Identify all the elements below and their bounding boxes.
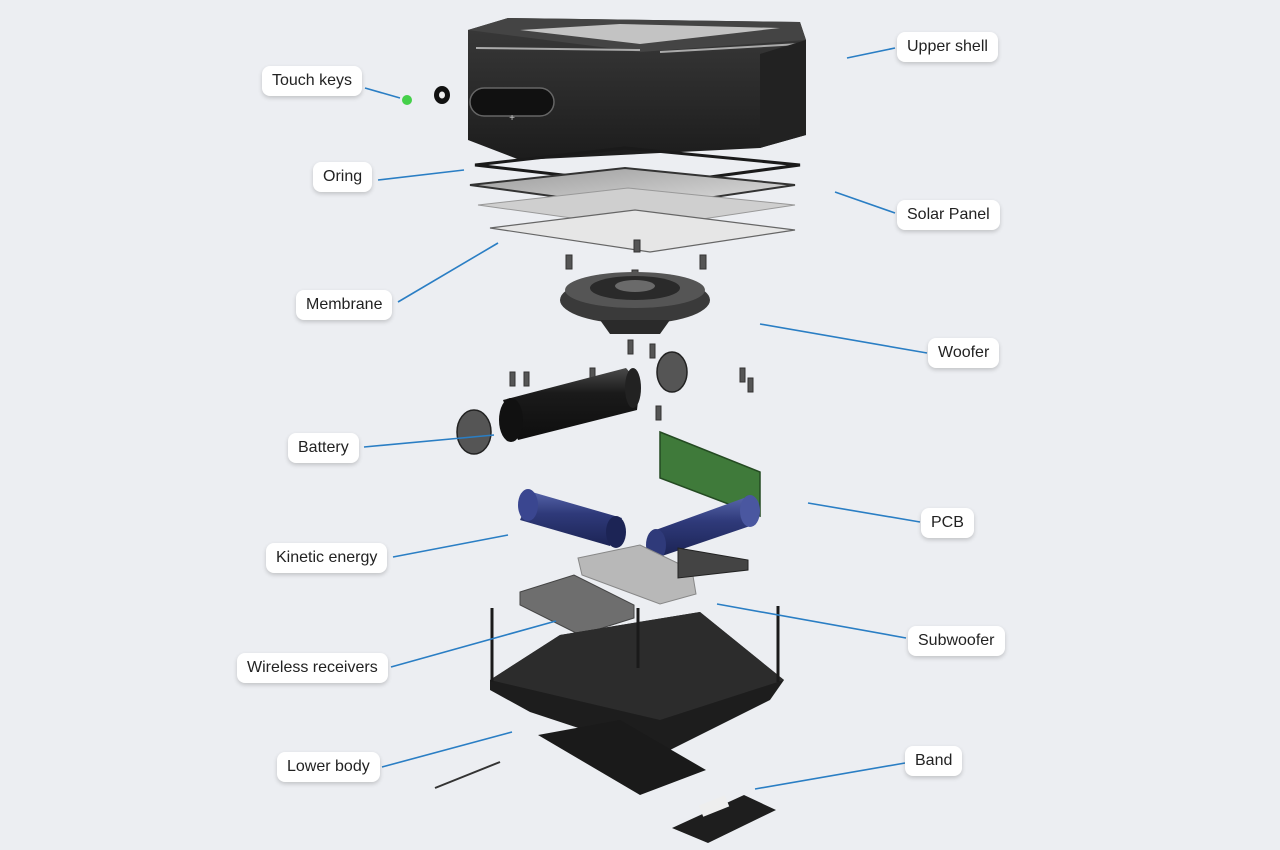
woofer	[560, 272, 710, 334]
label-subwoofer: Subwoofer	[908, 626, 1005, 656]
kinetic-energy	[518, 489, 760, 561]
label-oring: Oring	[313, 162, 373, 192]
touch-keys	[402, 86, 450, 105]
svg-text:+: +	[509, 113, 515, 124]
leader-lines	[363, 47, 928, 790]
lower-body	[434, 606, 784, 795]
label-battery: Battery	[288, 433, 359, 463]
battery	[456, 351, 688, 455]
label-upper-shell: Upper shell	[897, 32, 998, 62]
band	[672, 795, 776, 843]
membrane	[489, 209, 796, 253]
label-lower-body: Lower body	[277, 752, 380, 782]
pcb	[659, 430, 761, 518]
label-woofer: Woofer	[928, 338, 1000, 368]
wireless-receivers	[519, 574, 635, 636]
label-solar-panel: Solar Panel	[897, 200, 1000, 230]
label-band: Band	[905, 746, 963, 776]
subwoofer	[577, 544, 749, 605]
label-kinetic-energy: Kinetic energy	[266, 543, 388, 573]
screws	[509, 239, 754, 421]
label-wireless-receivers: Wireless receivers	[237, 653, 388, 683]
upper-shell: +	[468, 18, 806, 160]
label-touch-keys: Touch keys	[262, 66, 363, 96]
label-membrane: Membrane	[296, 290, 393, 320]
label-pcb: PCB	[921, 508, 974, 538]
